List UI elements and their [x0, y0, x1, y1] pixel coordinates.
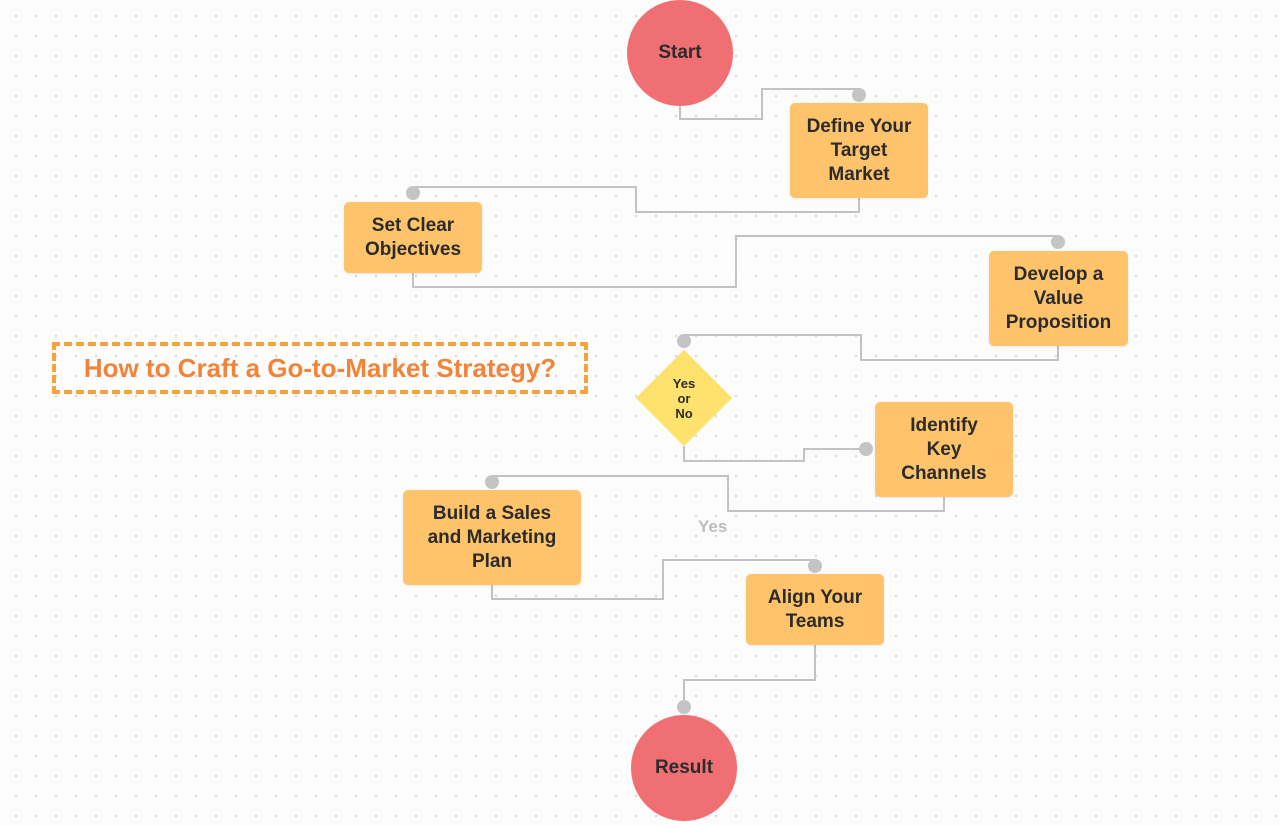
start-node[interactable]: Start — [627, 0, 733, 106]
develop-value-proposition-label: Develop a Value Proposition — [1005, 263, 1112, 333]
set-clear-objectives-node[interactable]: Set Clear Objectives — [344, 202, 482, 273]
connector-handle[interactable] — [808, 559, 822, 573]
diagram-title-text: How to Craft a Go-to-Market Strategy? — [83, 352, 557, 383]
define-target-market-label: Define Your Target Market — [806, 115, 912, 185]
connector-handle[interactable] — [485, 475, 499, 489]
identify-key-channels-node[interactable]: Identify Key Channels — [875, 402, 1013, 497]
connector-handle[interactable] — [852, 88, 866, 102]
align-your-teams-label: Align Your Teams — [767, 586, 863, 632]
identify-key-channels-label: Identify Key Channels — [901, 414, 987, 484]
define-target-market-node[interactable]: Define Your Target Market — [790, 103, 928, 198]
develop-value-proposition-node[interactable]: Develop a Value Proposition — [989, 251, 1128, 346]
result-node[interactable]: Result — [631, 715, 737, 821]
connector-handle[interactable] — [677, 334, 691, 348]
connector-handle[interactable] — [406, 186, 420, 200]
connector-objectives-to-value[interactable] — [412, 235, 1059, 288]
yes-edge-label: Yes — [698, 517, 728, 536]
connector-handle[interactable] — [859, 442, 873, 456]
connector-handle[interactable] — [1051, 235, 1065, 249]
connector-teams-to-result[interactable] — [683, 644, 816, 707]
build-sales-marketing-plan-node[interactable]: Build a Sales and Marketing Plan — [403, 490, 581, 585]
align-your-teams-node[interactable]: Align Your Teams — [746, 574, 884, 645]
decision-node[interactable]: Yes or No — [635, 349, 733, 447]
set-clear-objectives-label: Set Clear Objectives — [364, 214, 462, 260]
diagram-title[interactable]: How to Craft a Go-to-Market Strategy? — [52, 342, 588, 394]
build-sales-marketing-plan-label: Build a Sales and Marketing Plan — [427, 502, 557, 572]
connector-decision-to-channels[interactable] — [683, 446, 866, 462]
result-node-label: Result — [654, 757, 714, 778]
connector-handle[interactable] — [677, 700, 691, 714]
decision-node-label: Yes or No — [672, 375, 696, 421]
start-node-label: Start — [658, 42, 702, 63]
